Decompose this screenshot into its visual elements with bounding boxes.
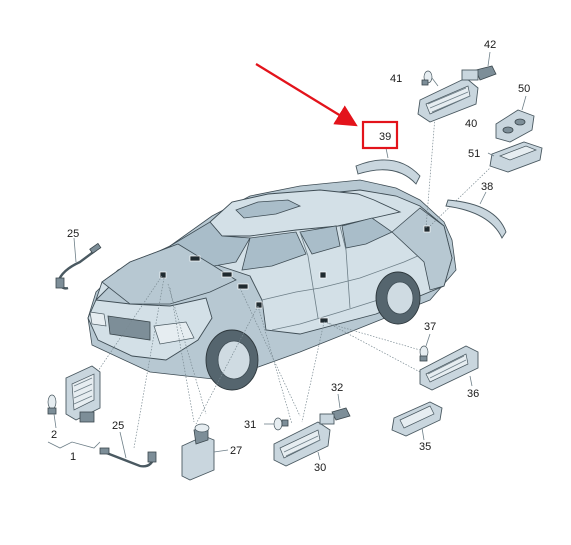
callout-42: 42 xyxy=(484,39,496,51)
callout-30: 30 xyxy=(314,462,326,474)
part-25-wiring-upper[interactable] xyxy=(55,237,102,290)
callout-27: 27 xyxy=(230,445,242,457)
part-50-remote-key[interactable] xyxy=(495,95,535,143)
part-2-bulb[interactable] xyxy=(47,394,57,429)
callout-31: 31 xyxy=(244,419,256,431)
highlight-box xyxy=(361,120,399,150)
part-42-connector[interactable] xyxy=(461,51,497,81)
part-41-bulb[interactable] xyxy=(421,70,439,87)
part-31-bulb[interactable] xyxy=(264,417,289,431)
marker-door-rear xyxy=(319,271,327,279)
part-27-switch[interactable] xyxy=(181,423,229,481)
callout-32: 32 xyxy=(331,382,343,394)
callout-1: 1 xyxy=(70,451,76,463)
highlight-annotation xyxy=(255,63,399,150)
callout-25-lower: 25 xyxy=(112,420,124,432)
highlight-arrow xyxy=(255,63,358,127)
part-37-bulb[interactable] xyxy=(419,333,431,362)
car-illustration xyxy=(87,179,457,391)
location-leaders xyxy=(95,103,491,449)
callout-51: 51 xyxy=(468,148,480,160)
callout-25-upper: 25 xyxy=(67,228,79,240)
part-36-light-housing[interactable] xyxy=(419,345,479,391)
callout-35: 35 xyxy=(419,441,431,453)
callout-38: 38 xyxy=(481,181,493,193)
callout-36: 36 xyxy=(467,388,479,400)
part-38-trim-strip[interactable] xyxy=(445,191,507,239)
part-39-trim-strip[interactable] xyxy=(355,147,421,185)
part-51-light-unit[interactable] xyxy=(487,141,543,173)
callout-40: 40 xyxy=(465,118,477,130)
callout-41: 41 xyxy=(390,73,402,85)
marker-door-front xyxy=(255,301,263,309)
part-35-lens-cover[interactable] xyxy=(391,401,443,441)
callout-39: 39 xyxy=(379,131,391,143)
callout-labels: 42 41 40 50 51 39 38 25 37 36 32 31 30 3… xyxy=(51,39,530,474)
callout-2: 2 xyxy=(51,429,57,441)
marker-vanity-right xyxy=(237,283,249,290)
marker-rear-light xyxy=(423,225,431,233)
part-1-interior-light[interactable] xyxy=(65,365,101,423)
part-30-light-housing[interactable] xyxy=(273,421,331,467)
callout-37: 37 xyxy=(424,321,436,333)
callout-50: 50 xyxy=(518,83,530,95)
bracket-1 xyxy=(47,441,101,449)
part-32-connector[interactable] xyxy=(319,393,351,425)
marker-vanity-left xyxy=(221,271,233,278)
marker-front-interior xyxy=(159,271,167,279)
part-25-wiring-lower[interactable] xyxy=(99,431,157,468)
marker-dome-light xyxy=(189,255,201,262)
